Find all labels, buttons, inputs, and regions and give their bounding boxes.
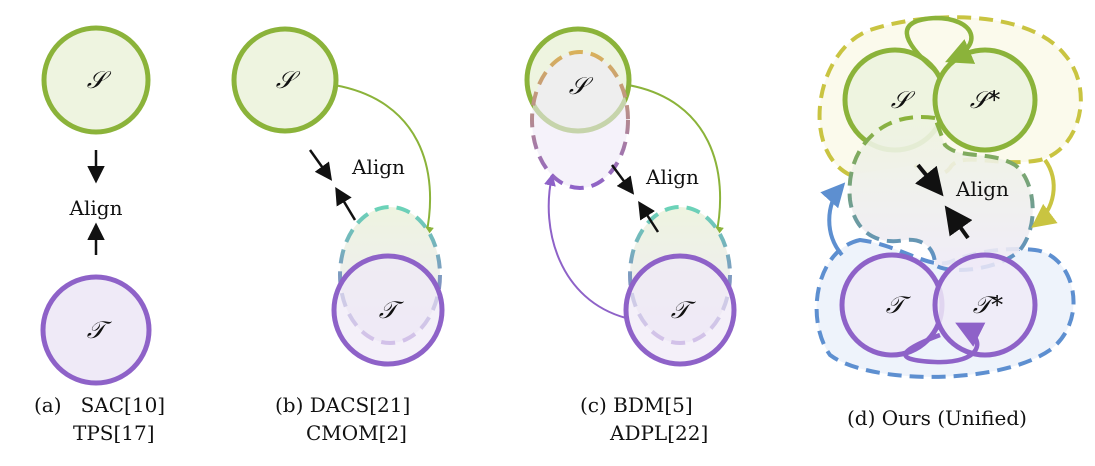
align-label: Align: [69, 196, 123, 220]
target-domain-circle: [623, 253, 737, 367]
target-domain-circle: [40, 274, 152, 386]
caption-line2: CMOM[2]: [306, 421, 407, 445]
caption-line2: TPS[17]: [73, 421, 155, 445]
panel-a: 𝒮 Align 𝒯 (a) SAC[10] TPS[17]: [34, 25, 165, 445]
source-to-mixed-arrow: [333, 84, 434, 239]
mixed-domain-ellipse-top: [530, 50, 630, 190]
align-arrow-up: [944, 205, 973, 240]
target-star-symbol: 𝒯*: [973, 291, 1003, 319]
target-to-source-side-arrow: [820, 182, 846, 257]
panel-b: 𝒮 𝒯 Align (b) DACS[21] CMOM[2]: [231, 26, 445, 445]
align-arrow-up: [335, 186, 357, 221]
source-domain-circle: [231, 26, 339, 134]
source-to-target-side-arrow: [1031, 158, 1058, 228]
source-swap-loop-arrow: [904, 15, 976, 72]
source-star-symbol: 𝒮*: [970, 86, 1001, 114]
align-label: Align: [645, 165, 699, 189]
align-arrow-up: [638, 201, 660, 233]
caption-line1: (b) DACS[21]: [275, 393, 410, 417]
panel-d: 𝒮 𝒮* 𝒯 𝒯* Align (d) Ours (Unified): [814, 15, 1083, 430]
target-swap-loop-arrow: [903, 322, 986, 365]
caption-line2: ADPL[22]: [609, 421, 708, 445]
caption-line1: (d) Ours (Unified): [847, 406, 1027, 430]
caption-line1: (a) SAC[10]: [34, 393, 165, 417]
align-arrow-down: [610, 164, 635, 195]
caption-line1: (c) BDM[5]: [580, 393, 693, 417]
target-domain-circle: [331, 253, 445, 367]
align-label: Align: [955, 177, 1009, 201]
source-star-domain-circle: [932, 47, 1038, 153]
source-to-mixed-arrow: [627, 84, 724, 239]
source-domain-circle: [41, 25, 151, 135]
align-arrow-down: [308, 149, 333, 181]
align-arrow-down: [914, 163, 944, 197]
panel-c: 𝒮 𝒯 Align (c) BDM[5] ADPL[22]: [524, 26, 737, 445]
align-label: Align: [351, 155, 405, 179]
target-to-mixed-arrow: [544, 173, 627, 319]
